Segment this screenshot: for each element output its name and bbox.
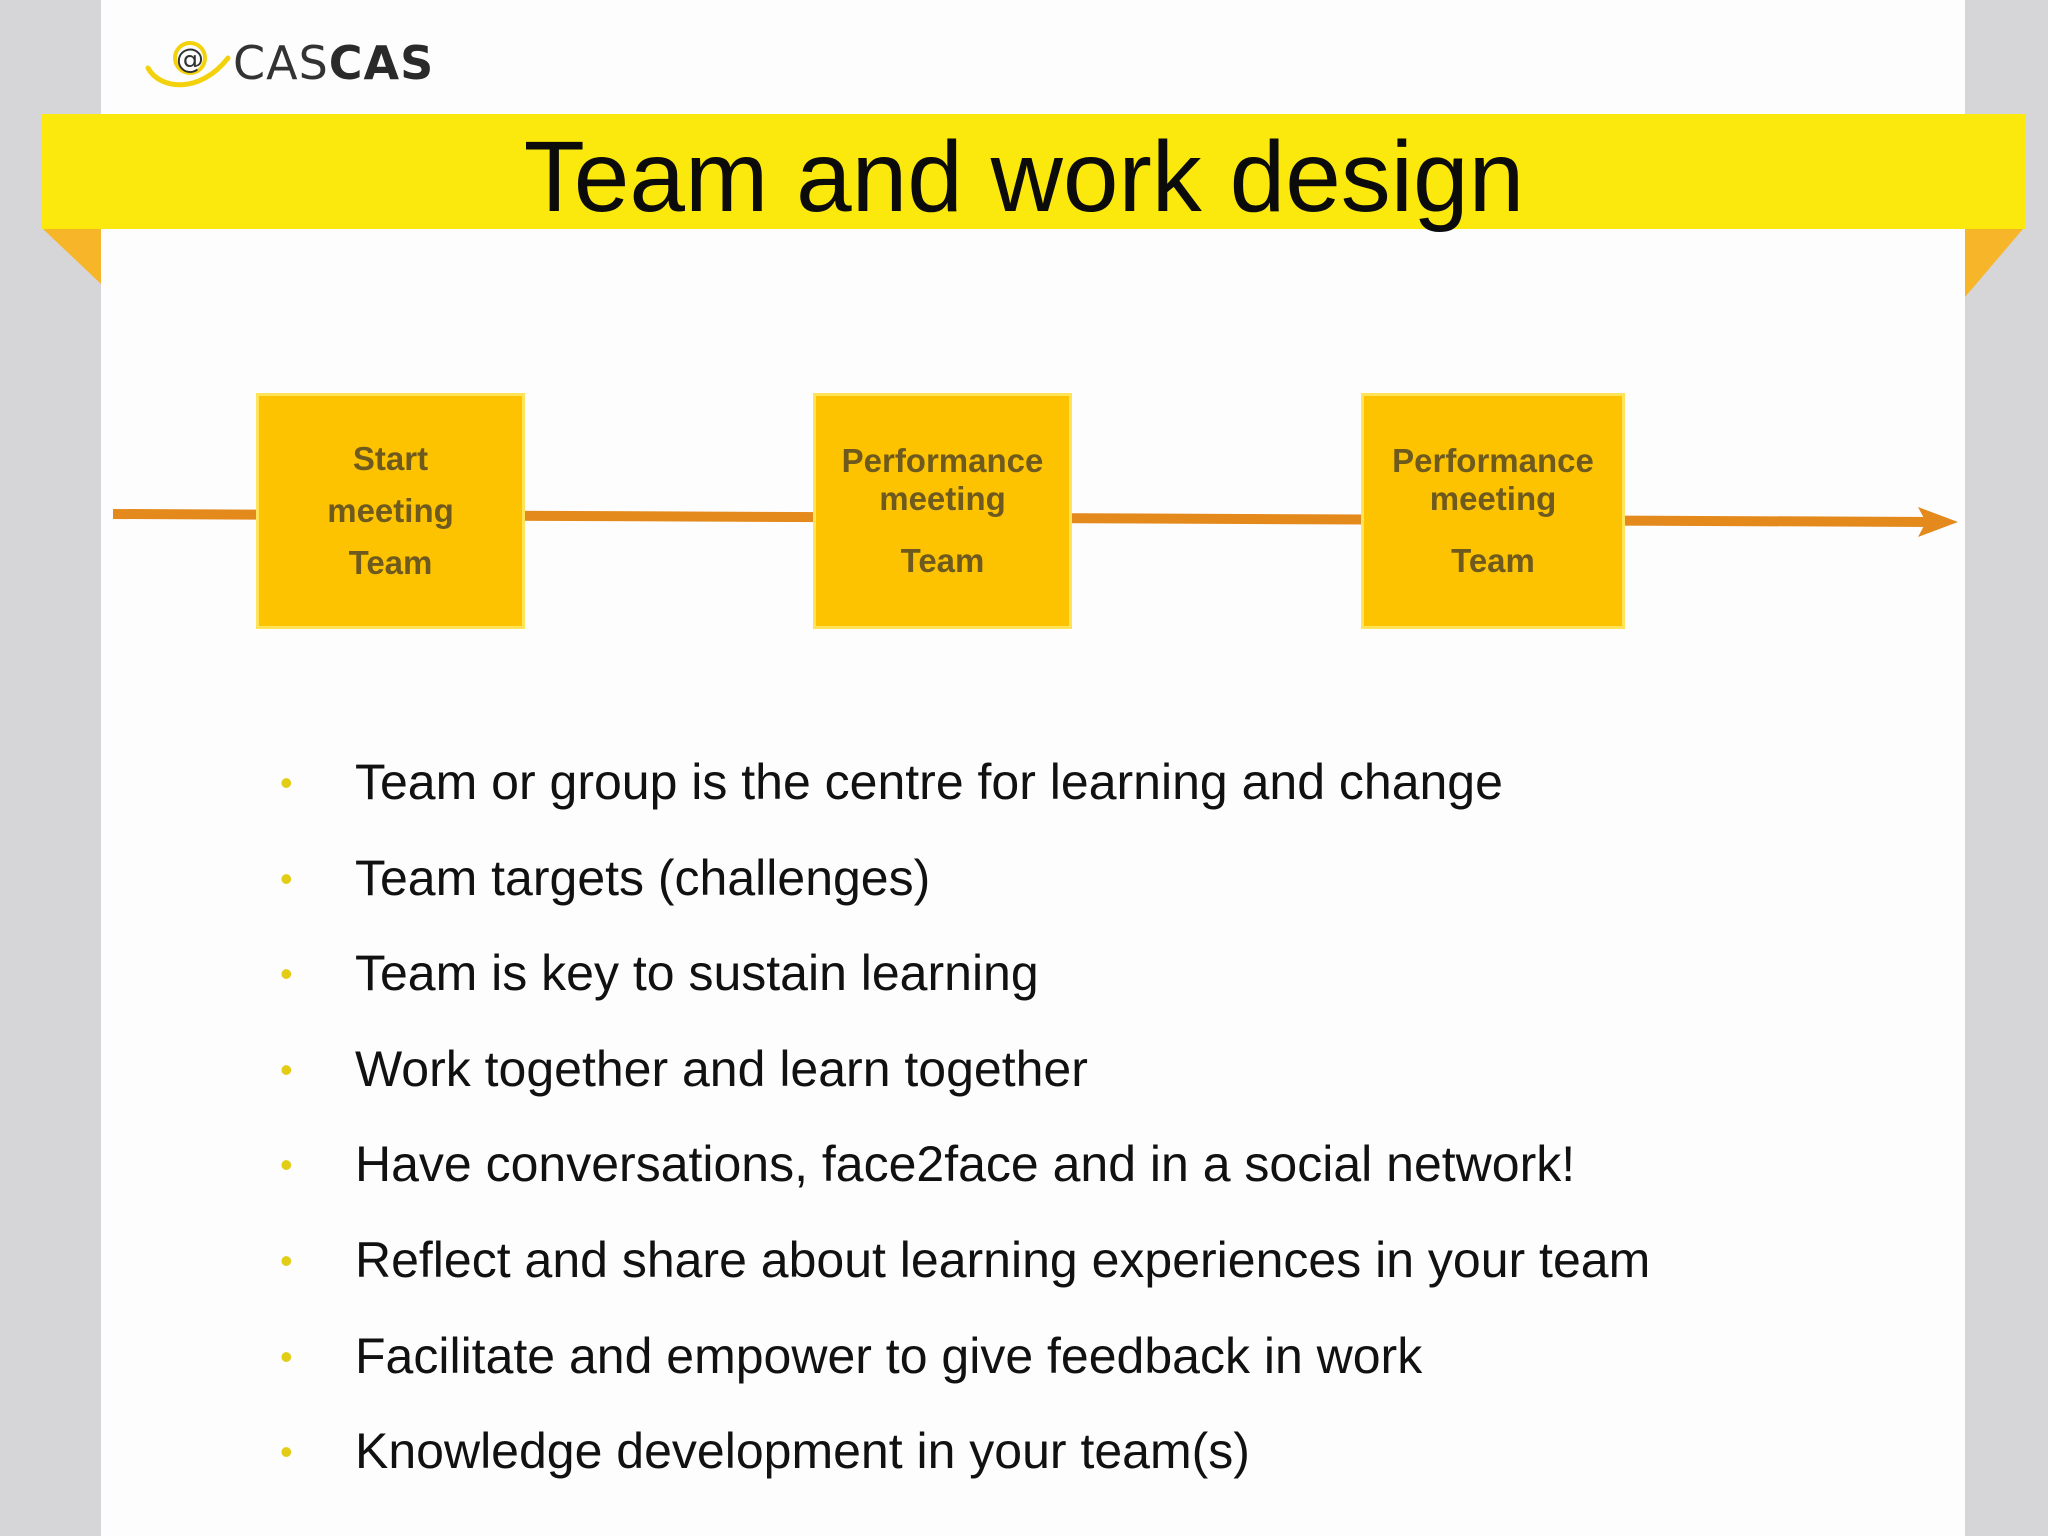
bullet-icon: •: [280, 1335, 293, 1377]
box-line: meeting: [1429, 480, 1557, 517]
list-item: •Have conversations, face2face and in a …: [270, 1117, 1650, 1213]
list-item: •Reflect and share about learning experi…: [270, 1213, 1650, 1309]
slide-background: [101, 0, 1965, 1536]
banner-fold-left: [43, 229, 101, 284]
box-line: Performance: [1392, 442, 1594, 479]
box-line: Start: [352, 440, 429, 477]
bullet-icon: •: [280, 1431, 293, 1473]
list-item: •Facilitate and empower to give feedback…: [270, 1309, 1650, 1405]
timeline-box-performance-1: Performance meeting Team: [813, 393, 1072, 629]
bullet-icon: •: [280, 762, 293, 803]
bullet-list: •Team or group is the centre for learnin…: [270, 735, 1650, 1500]
box-line: Performance: [841, 442, 1044, 479]
title-banner: [41, 114, 2025, 229]
list-item: •Knowledge development in your team(s): [270, 1404, 1650, 1500]
bullet-icon: •: [280, 1239, 293, 1281]
box-line: Team: [348, 544, 433, 581]
slide-title: Team and work design: [523, 121, 1525, 233]
logo-wordmark: CASCAS: [233, 36, 435, 90]
box-line: Team: [900, 542, 985, 579]
bullet-icon: •: [280, 1048, 293, 1090]
list-item: •Team targets (challenges): [270, 831, 1650, 927]
banner-fold-right: [1965, 229, 2023, 297]
bullet-icon: •: [280, 1144, 293, 1186]
box-line: Team: [1451, 542, 1535, 579]
bullet-icon: •: [280, 857, 293, 899]
list-item: •Work together and learn together: [270, 1022, 1650, 1118]
timeline-box-performance-2: Performance meeting Team: [1361, 393, 1625, 629]
box-line: meeting: [327, 492, 454, 529]
bullet-icon: •: [280, 953, 293, 995]
list-item: •Team is key to sustain learning: [270, 926, 1650, 1022]
at-swoosh-icon: @: [145, 41, 231, 88]
cascas-logo: @ CASCAS: [140, 28, 434, 98]
box-line: meeting: [879, 480, 1006, 517]
list-item: •Team or group is the centre for learnin…: [270, 735, 1650, 831]
svg-text:@: @: [176, 42, 204, 75]
arrowhead-icon: [1918, 507, 1958, 537]
timeline-box-start: Start meeting Team: [256, 393, 525, 629]
